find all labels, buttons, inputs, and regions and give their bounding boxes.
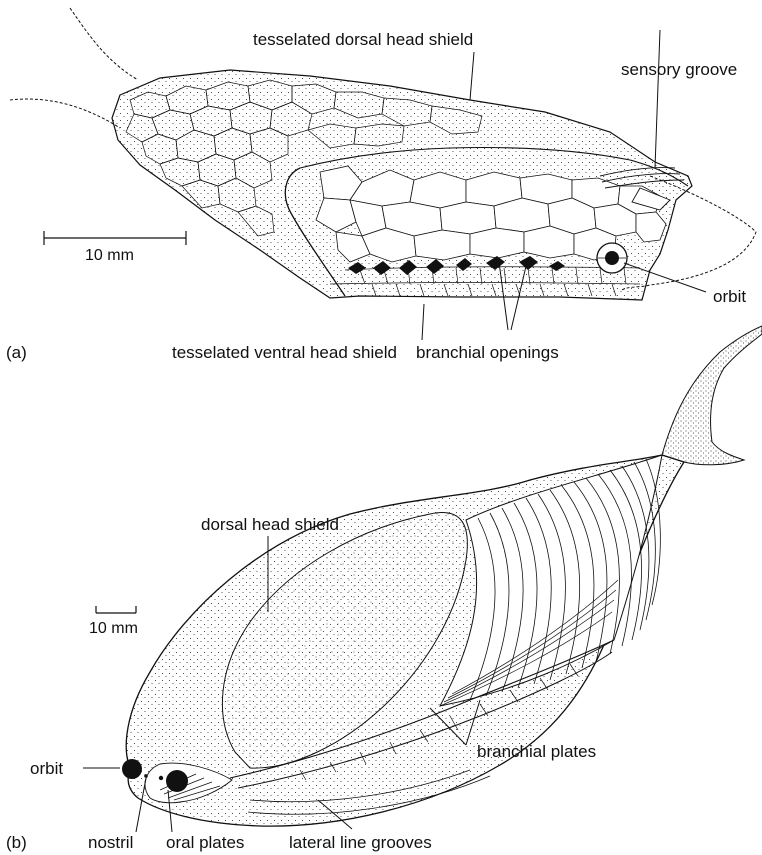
label-oral-plates: oral plates	[166, 834, 244, 851]
label-nostril: nostril	[88, 834, 133, 851]
panel-b-drawing	[83, 326, 762, 832]
label-tesselated-dorsal-head-shield: tesselated dorsal head shield	[253, 31, 473, 48]
scale-label-b: 10 mm	[89, 621, 138, 637]
restored-outline-lower	[10, 99, 120, 128]
scale-bar-b	[96, 606, 136, 613]
label-sensory-groove: sensory groove	[621, 61, 737, 78]
tail	[662, 326, 762, 465]
scale-bar-a	[44, 231, 186, 245]
label-branchial-plates: branchial plates	[477, 743, 596, 760]
label-dorsal-head-shield: dorsal head shield	[201, 516, 339, 533]
panel-a-drawing	[10, 8, 756, 340]
scale-label-a: 10 mm	[85, 248, 134, 264]
panel-label-b: (b)	[6, 834, 27, 851]
label-orbit-a: orbit	[713, 288, 746, 305]
label-orbit-b: orbit	[30, 760, 63, 777]
label-tesselated-ventral-head-shield: tesselated ventral head shield	[172, 344, 397, 361]
label-lateral-line-grooves: lateral line grooves	[289, 834, 432, 851]
orbit-a	[597, 243, 627, 273]
panel-label-a: (a)	[6, 344, 27, 361]
restored-outline-upper	[70, 8, 138, 80]
label-branchial-openings: branchial openings	[416, 344, 559, 361]
